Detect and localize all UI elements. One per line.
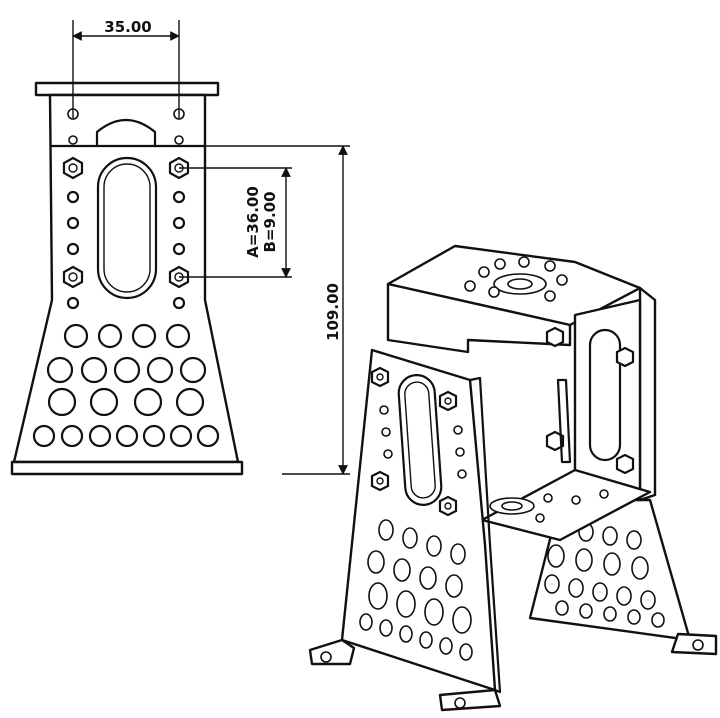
- spacing-label-b: B=9.00: [261, 191, 279, 252]
- side-holes: [66, 190, 186, 310]
- width-dimension-label: 35.00: [104, 18, 151, 36]
- center-slot: [96, 156, 158, 300]
- inner-wall-bolts: [545, 326, 635, 475]
- inner-standoff: [556, 378, 572, 464]
- u-bracket-left-wall: [386, 282, 572, 354]
- front-leg-bolts: [370, 366, 458, 517]
- dimension-spacing: A=36.00 B=9.00: [179, 167, 292, 278]
- dimension-height: 109.00: [205, 145, 350, 475]
- front-leg-side-holes: [379, 405, 467, 479]
- front-leg-lightening-holes: [359, 519, 473, 661]
- front-leg-foot-left: [308, 638, 356, 666]
- bracket-plate-outline: [12, 93, 240, 464]
- dimension-width: 35.00: [72, 18, 180, 118]
- center-slot-inner: [103, 163, 151, 293]
- top-plate-holes: [464, 256, 568, 302]
- height-dimension-label: 109.00: [324, 283, 342, 341]
- u-bracket-right-wall: [638, 286, 657, 502]
- front-leg-plate: [340, 348, 497, 692]
- front-leg-foot-right: [438, 688, 502, 712]
- top-arch-window: [95, 119, 157, 148]
- front-leg-slot: [397, 374, 443, 506]
- inner-wall-slot: [588, 328, 622, 462]
- top-flange: [34, 81, 220, 97]
- isometric-view: [308, 244, 718, 712]
- front-view: 35.00 A=36.00 B=9.00 109.00: [10, 18, 350, 476]
- base-foot: [10, 460, 244, 476]
- bottom-plate-holes: [489, 489, 609, 523]
- spacing-label-a: A=36.00: [244, 186, 262, 258]
- front-leg-slot-inner: [404, 381, 436, 499]
- front-leg-edge: [468, 376, 502, 694]
- lightening-holes: [32, 323, 220, 448]
- u-bracket-bottom-plate: [480, 468, 652, 542]
